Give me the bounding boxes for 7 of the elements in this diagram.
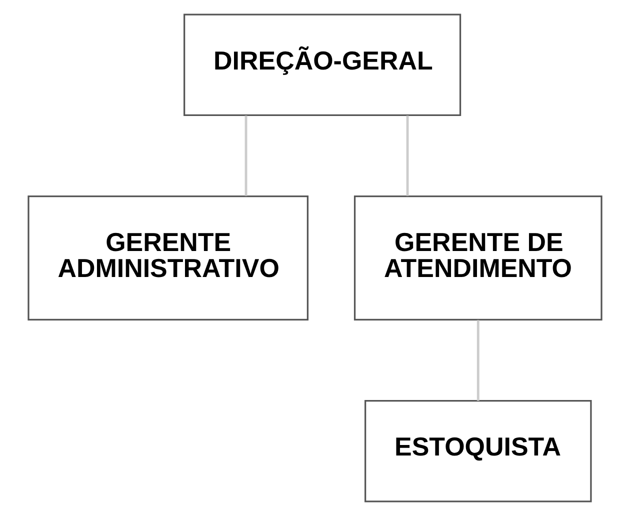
connector bbox=[406, 116, 409, 196]
node-box: DIREÇÃO-GERAL bbox=[184, 14, 462, 116]
node-box: ESTOQUISTA bbox=[364, 400, 592, 502]
connector bbox=[476, 320, 480, 401]
connector bbox=[244, 116, 248, 196]
node-box: GERENTE DE ATENDIMENTO bbox=[354, 196, 602, 320]
node-box: GERENTE ADMINISTRATIVO bbox=[28, 196, 308, 320]
